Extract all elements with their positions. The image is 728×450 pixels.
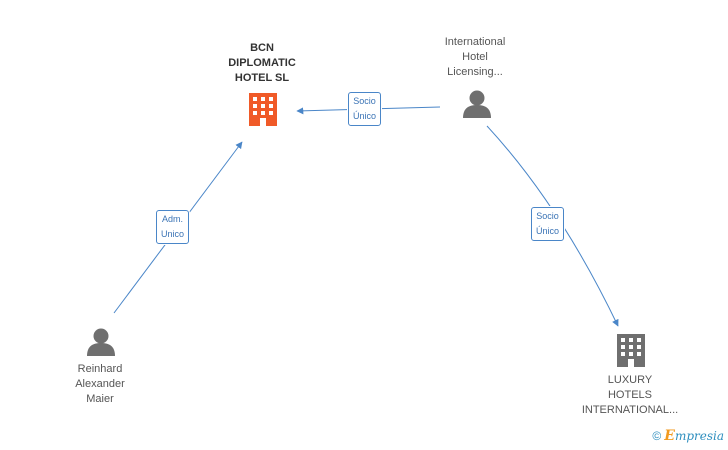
node-label-luxury[interactable]: LUXURY HOTELS INTERNATIONAL... <box>560 373 700 418</box>
empresia-watermark: ©Empresia <box>652 428 724 444</box>
edge-label-line: Socio <box>536 211 559 221</box>
node-label-bcn[interactable]: BCN DIPLOMATIC HOTEL SL <box>192 41 332 86</box>
edge-label-line: Único <box>536 226 560 236</box>
brand-name: mpresia <box>674 429 724 443</box>
person-icon[interactable] <box>463 90 491 119</box>
copyright-symbol: © <box>652 429 662 443</box>
edge-label-ihl-luxury: Socio Único <box>531 207 565 241</box>
node-label-line: HOTELS <box>607 389 652 401</box>
node-label-line: DIPLOMATIC <box>228 57 296 69</box>
node-label-line: Reinhard <box>77 363 123 375</box>
node-label-ihl[interactable]: International Hotel Licensing... <box>405 35 545 80</box>
edge-label-line: Adm. <box>162 214 184 224</box>
node-label-line: International <box>444 36 506 48</box>
node-label-line: Licensing... <box>447 66 503 78</box>
edge-label-reinhard-bcn: Adm. Unico <box>156 210 190 244</box>
edge-label-ihl-bcn: Socio Único <box>348 92 382 126</box>
node-label-line: INTERNATIONAL... <box>581 404 679 416</box>
brand-initial: E <box>664 428 675 444</box>
node-label-reinhard[interactable]: Reinhard Alexander Maier <box>30 362 170 407</box>
building-icon[interactable] <box>249 93 277 126</box>
node-label-line: BCN <box>250 42 274 54</box>
edge-label-line: Socio <box>353 96 376 106</box>
node-label-line: Alexander <box>75 378 125 390</box>
node-label-line: HOTEL SL <box>234 72 290 84</box>
node-label-line: Hotel <box>462 51 488 63</box>
edge-label-line: Unico <box>161 229 185 239</box>
node-label-line: Maier <box>86 393 114 405</box>
edge-label-line: Único <box>353 111 377 121</box>
node-label-line: LUXURY <box>607 374 653 386</box>
person-icon[interactable] <box>87 328 115 357</box>
building-icon[interactable] <box>617 334 645 367</box>
